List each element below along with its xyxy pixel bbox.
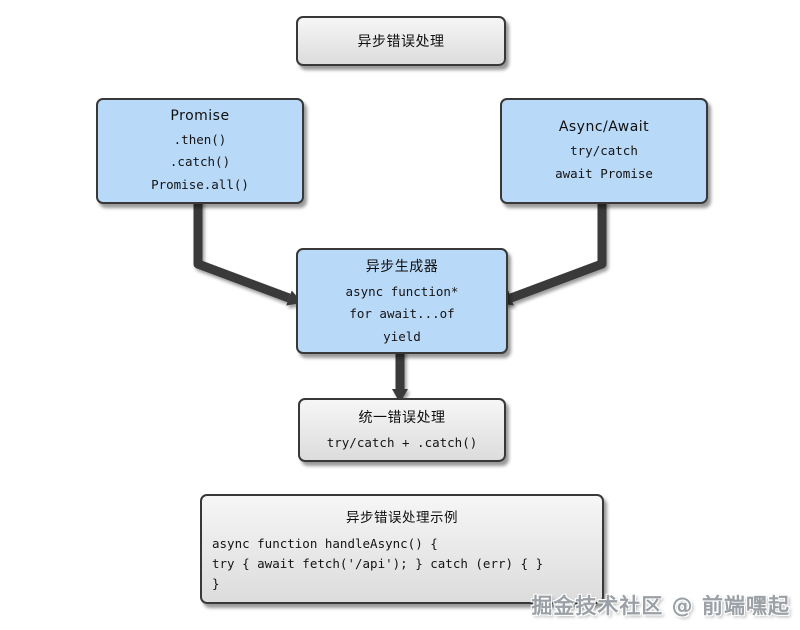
connector-async-to-generator: [509, 200, 607, 303]
code-line: }: [212, 576, 220, 591]
watermark: 掘金技术社区 @ 前端嘿起: [531, 594, 790, 618]
node-line: .catch(): [169, 154, 231, 170]
node-line: try/catch: [570, 143, 638, 159]
code-line: async function handleAsync() {: [212, 536, 438, 551]
node-example-code: 异步错误处理示例 async function handleAsync() { …: [200, 494, 604, 604]
code-line: try { await fetch('/api'); } catch (err)…: [212, 556, 544, 571]
node-title: 异步生成器: [365, 258, 439, 275]
node-async-error-handling-title: 异步错误处理: [296, 16, 506, 66]
node-title: Promise: [170, 107, 230, 124]
node-line: await Promise: [555, 165, 653, 181]
node-line: try/catch + .catch(): [326, 435, 478, 451]
node-unified-error-handling: 统一错误处理 try/catch + .catch(): [298, 398, 506, 462]
node-title: 异步错误处理: [357, 34, 445, 50]
node-title: 异步错误处理示例: [346, 510, 458, 526]
node-async-await: Async/Await try/catch await Promise: [500, 98, 708, 204]
code-block: async function handleAsync() { try { awa…: [202, 534, 602, 594]
node-line: yield: [383, 328, 421, 344]
node-async-generator: 异步生成器 async function* for await...of yie…: [296, 248, 508, 354]
node-line: Promise.all(): [151, 176, 249, 192]
node-title: Async/Await: [558, 119, 650, 136]
connector-promise-to-generator: [193, 200, 291, 303]
node-title: 统一错误处理: [358, 410, 446, 427]
node-line: for await...of: [349, 306, 455, 322]
node-promise: Promise .then() .catch() Promise.all(): [96, 98, 304, 204]
node-line: async function*: [345, 283, 459, 299]
node-line: .then(): [173, 131, 227, 147]
